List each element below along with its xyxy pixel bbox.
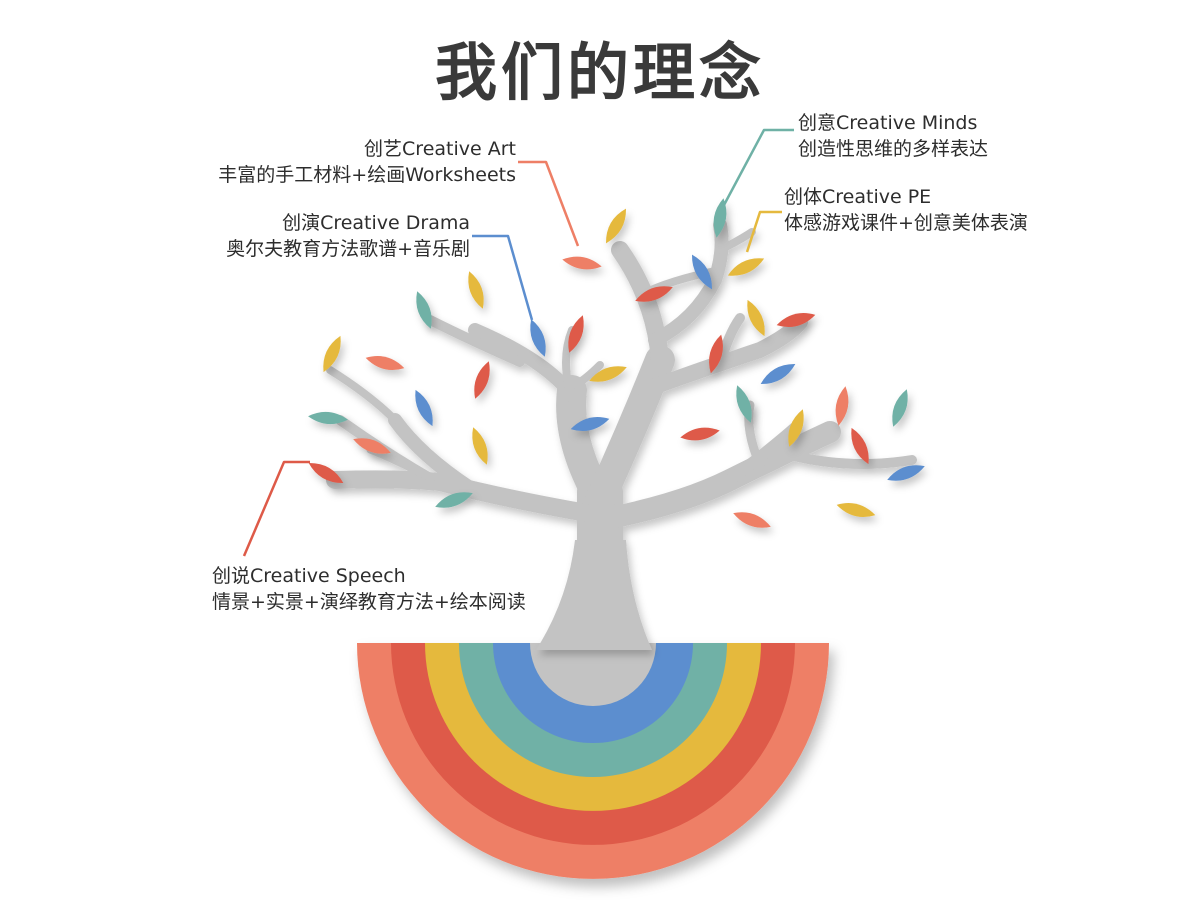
callout-drama-name: 创演Creative Drama bbox=[282, 212, 470, 234]
callout-pe-desc: 体感游戏课件+创意美体表演 bbox=[784, 212, 1028, 234]
leaf bbox=[691, 254, 713, 290]
callout-creative-pe: 创体Creative PE 体感游戏课件+创意美体表演 bbox=[784, 184, 1028, 236]
leaf bbox=[416, 291, 432, 329]
callout-speech-desc: 情景+实景+演绎教育方法+绘本阅读 bbox=[212, 591, 526, 613]
leaf bbox=[530, 319, 546, 357]
leaf bbox=[472, 427, 488, 465]
leaf bbox=[468, 271, 484, 309]
callout-line-drama bbox=[472, 234, 534, 321]
callout-art-name: 创艺Creative Art bbox=[364, 138, 516, 160]
leaf bbox=[570, 417, 610, 431]
callout-creative-drama: 创演Creative Drama 奥尔夫教育方法歌谱+音乐剧 bbox=[226, 210, 470, 262]
leaf bbox=[709, 334, 723, 374]
callout-line-pe bbox=[745, 210, 782, 253]
callout-creative-minds: 创意Creative Minds 创造性思维的多样表达 bbox=[798, 110, 988, 162]
leaf bbox=[788, 409, 804, 447]
leaf bbox=[776, 313, 816, 327]
leaf bbox=[474, 361, 490, 399]
callout-creative-speech: 创说Creative Speech 情景+实景+演绎教育方法+绘本阅读 bbox=[212, 563, 526, 615]
callout-minds-name: 创意Creative Minds bbox=[798, 112, 978, 134]
callout-art-desc: 丰富的手工材料+绘画Worksheets bbox=[218, 164, 516, 186]
leaf bbox=[713, 198, 727, 238]
leaf bbox=[308, 411, 348, 425]
leaf bbox=[760, 363, 796, 385]
leaf bbox=[568, 315, 584, 353]
rainbow-center-grey bbox=[530, 643, 656, 706]
callout-creative-art: 创艺Creative Art 丰富的手工材料+绘画Worksheets bbox=[218, 136, 516, 188]
leaf bbox=[727, 258, 765, 276]
leaves bbox=[308, 198, 925, 528]
leaf bbox=[747, 299, 765, 337]
leaf bbox=[736, 385, 752, 423]
leaf bbox=[635, 286, 673, 302]
leaf bbox=[605, 208, 627, 244]
callout-line-art bbox=[518, 160, 580, 247]
leaf bbox=[323, 335, 341, 373]
leaf bbox=[680, 427, 720, 441]
leaf bbox=[835, 386, 849, 426]
leaf bbox=[415, 389, 433, 427]
callout-line-speech bbox=[242, 460, 310, 557]
callout-drama-desc: 奥尔夫教育方法歌谱+音乐剧 bbox=[226, 238, 470, 260]
leaf bbox=[887, 465, 925, 481]
leaf bbox=[365, 356, 405, 370]
leaf bbox=[308, 462, 344, 484]
leaf bbox=[733, 512, 771, 528]
leaf bbox=[851, 427, 869, 465]
tree bbox=[326, 218, 917, 650]
leaf bbox=[589, 366, 627, 382]
callout-line-minds bbox=[722, 128, 794, 206]
page-title: 我们的理念 bbox=[434, 36, 765, 109]
callout-minds-desc: 创造性思维的多样表达 bbox=[798, 138, 989, 160]
leaf bbox=[435, 492, 473, 508]
callout-speech-name: 创说Creative Speech bbox=[212, 565, 406, 587]
rainbow-roots bbox=[357, 643, 829, 879]
leaf bbox=[562, 256, 602, 270]
leaf bbox=[892, 389, 908, 427]
leaf bbox=[836, 503, 876, 517]
leaf bbox=[353, 438, 391, 454]
callout-pe-name: 创体Creative PE bbox=[784, 186, 932, 208]
